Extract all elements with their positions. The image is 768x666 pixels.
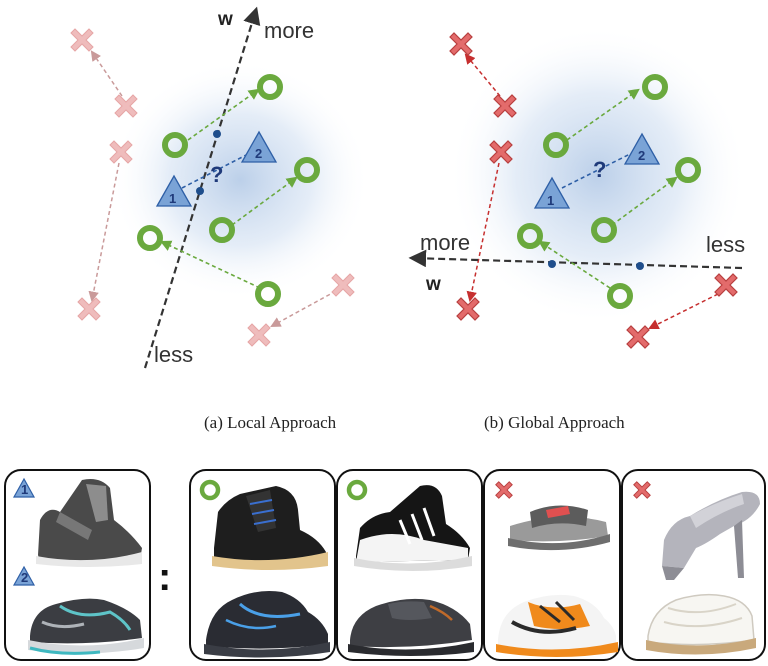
projection-dot (636, 262, 644, 270)
shoe-image (348, 598, 474, 656)
triangle-2-icon (12, 565, 36, 586)
panel-local-approach: w more less 1 2 ? (70, 6, 370, 369)
triangle-2-label: 2 (255, 146, 262, 161)
arrow (648, 293, 719, 329)
panel-global-approach: more w less 1 2 ? (408, 25, 748, 349)
arrow (466, 162, 500, 303)
projection-dot (548, 260, 556, 268)
triangle-1-icon (155, 174, 193, 207)
dissimilar-panel-2 (621, 469, 766, 661)
similar-panel-1 (189, 469, 336, 661)
axis-w (408, 249, 743, 270)
shoe-image (496, 594, 618, 657)
arrow (187, 88, 260, 141)
caption-local: (a) Local Approach (204, 413, 337, 432)
question-mark: ? (210, 162, 223, 187)
axis-more-label: more (420, 230, 470, 255)
pair-link (181, 151, 253, 189)
triangle-1-icon (12, 477, 36, 498)
example-strip: 1 2 : (4, 469, 766, 661)
shoe-image (354, 485, 472, 571)
shoe-image (212, 486, 328, 570)
shoe-image (508, 505, 610, 551)
circle-icon (346, 479, 368, 501)
shoe-image (28, 598, 144, 655)
similar-panel-2 (336, 469, 483, 661)
cross-icon (77, 297, 101, 321)
neighborhood-glow (448, 25, 748, 325)
circle-icon (199, 479, 221, 501)
dissimilar-panel-1 (483, 469, 621, 661)
triangle-2-label: 2 (638, 148, 645, 163)
shoe-image (646, 593, 756, 655)
triangle-2-icon (623, 132, 661, 165)
cross-icon (633, 481, 651, 499)
arrow (90, 50, 123, 97)
axis-w-label: w (425, 274, 441, 295)
axis-less-label: less (706, 232, 745, 257)
triangle-1-label: 1 (547, 193, 554, 208)
query-2-label: 2 (21, 570, 28, 585)
shoe-image (204, 591, 330, 658)
triangle-1-icon (533, 176, 571, 209)
caption-global: (b) Global Approach (484, 413, 625, 432)
cross-icon (449, 32, 473, 56)
arrow (270, 290, 337, 328)
triangle-1-label: 1 (169, 191, 176, 206)
axis-w-label: w (217, 9, 233, 30)
projection-dot (196, 187, 204, 195)
cross-icon (626, 325, 650, 349)
cross-icon (247, 323, 271, 347)
axis-less-label: less (154, 342, 193, 367)
arrow (566, 88, 640, 141)
shoe-image (662, 491, 760, 580)
question-mark: ? (593, 157, 606, 182)
query-1-label: 1 (21, 482, 28, 497)
axis-more-label: more (264, 18, 314, 43)
query-panel: 1 2 (4, 469, 151, 661)
neighborhood-glow (110, 60, 370, 300)
cross-icon (495, 481, 513, 499)
cross-icon (456, 297, 480, 321)
arrow (231, 176, 298, 226)
separator: : (158, 555, 171, 599)
cross-icon (114, 94, 138, 118)
shoe-image (36, 479, 142, 567)
cross-icon (331, 273, 355, 297)
projection-dot (213, 130, 221, 138)
cross-icon (70, 28, 94, 52)
arrow (88, 162, 120, 303)
arrow (464, 53, 501, 97)
cross-icon (714, 273, 738, 297)
arrow (611, 176, 678, 226)
triangle-2-icon (240, 130, 278, 163)
